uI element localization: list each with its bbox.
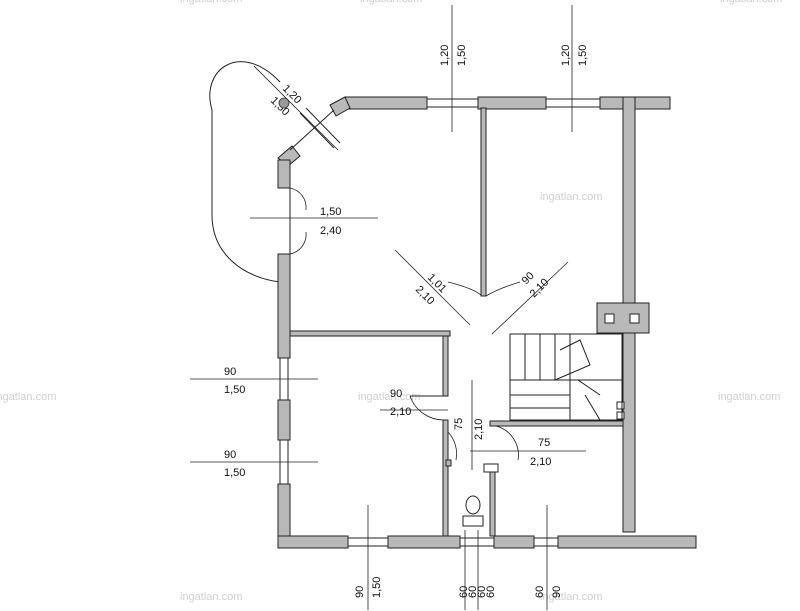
svg-text:1,20: 1,20 — [439, 45, 451, 66]
svg-text:60: 60 — [476, 586, 488, 598]
svg-text:2,10: 2,10 — [390, 406, 411, 418]
wall-top-1 — [344, 96, 428, 110]
walls — [277, 96, 697, 549]
watermark: ingatlan.com — [540, 591, 602, 603]
svg-text:90: 90 — [551, 586, 563, 598]
dim-bay-door: 1,50 2,40 — [320, 206, 341, 237]
svg-text:1,20: 1,20 — [560, 45, 572, 66]
wall-bath-top — [489, 420, 624, 427]
watermark: ingatlan.com — [180, 591, 242, 603]
wall-right-upper — [622, 96, 636, 304]
svg-text:60: 60 — [458, 586, 470, 598]
wall-top-2 — [477, 96, 547, 110]
svg-text:1,50: 1,50 — [224, 467, 245, 479]
chimney-flue-2 — [629, 313, 640, 324]
svg-text:60: 60 — [534, 586, 546, 598]
svg-text:1,50: 1,50 — [371, 577, 383, 598]
wall-bay-diag-1 — [329, 96, 351, 117]
svg-text:90: 90 — [390, 388, 402, 400]
watermark: ingatlan.com — [360, 0, 422, 5]
vent-1 — [616, 401, 625, 410]
wall-bottom-3 — [493, 535, 535, 549]
door-swings — [289, 187, 521, 461]
toilet-fixture — [462, 463, 499, 527]
dim-hall-door-right: 90 2,10 — [520, 270, 552, 300]
watermark: ingatlan.com — [0, 391, 56, 403]
wall-vertical-divider — [480, 107, 487, 297]
dim-wc-door: 75 2,10 — [453, 418, 485, 440]
dim-bottom-window-small-2: 60 60 — [476, 586, 497, 598]
svg-text:60: 60 — [467, 586, 479, 598]
dim-bay-window: 1,20 1,50 — [268, 83, 304, 119]
dim-top-window-1: 1,20 1,50 — [439, 45, 468, 66]
dim-room-door: 90 2,10 — [390, 388, 411, 418]
bay-pivot-icon — [278, 97, 290, 109]
dimension-lines — [190, 5, 586, 610]
dim-bottom-window-3: 60 90 — [534, 586, 563, 598]
svg-text:1,50: 1,50 — [224, 384, 245, 396]
svg-text:90: 90 — [224, 366, 236, 378]
dim-bottom-window-1: 90 1,50 — [354, 577, 383, 598]
wall-bottom-4 — [557, 535, 697, 549]
dim-left-window-1: 90 1,50 — [224, 366, 245, 396]
watermarks: ingatlan.com ingatlan.com ingatlan.com i… — [0, 0, 782, 603]
wall-left-2 — [277, 399, 291, 441]
wall-bottom-1 — [277, 535, 349, 549]
svg-text:2,10: 2,10 — [473, 419, 485, 440]
watermark: ingatlan.com — [358, 391, 420, 403]
wall-room-top — [289, 330, 451, 337]
vent-2 — [616, 411, 625, 420]
bay-outline — [209, 61, 281, 283]
wall-bath-left — [489, 464, 496, 537]
wall-wc-stub — [445, 459, 452, 467]
dim-left-window-2: 90 1,50 — [224, 449, 245, 479]
svg-text:75: 75 — [538, 437, 550, 449]
wall-bottom-2 — [387, 535, 461, 549]
svg-text:2,10: 2,10 — [530, 456, 551, 468]
svg-text:75: 75 — [453, 418, 465, 430]
wall-left-1 — [277, 253, 291, 359]
watermark: ingatlan.com — [718, 391, 780, 403]
svg-text:60: 60 — [485, 586, 497, 598]
watermark: ingatlan.com — [180, 0, 242, 5]
dim-bath-door: 75 2,10 — [530, 437, 551, 468]
svg-text:1,50: 1,50 — [456, 45, 468, 66]
svg-text:90: 90 — [354, 586, 366, 598]
staircase — [509, 333, 623, 421]
watermark: ingatlan.com — [540, 191, 602, 203]
wall-room-right-2 — [442, 419, 449, 537]
dim-top-window-2: 1,20 1,50 — [560, 45, 589, 66]
svg-text:1,50: 1,50 — [577, 45, 589, 66]
dim-hall-door-left: 1,01 2,10 — [413, 272, 449, 308]
svg-text:90: 90 — [224, 449, 236, 461]
chimney-flue-1 — [604, 313, 615, 324]
svg-text:2,40: 2,40 — [320, 225, 341, 237]
wall-room-right-1 — [442, 335, 449, 397]
dim-bottom-window-small-1: 60 60 — [458, 586, 479, 598]
wall-bay-stub — [277, 159, 291, 189]
watermark: ingatlan.com — [720, 0, 782, 5]
wall-right-lower — [622, 331, 636, 533]
svg-text:1,50: 1,50 — [320, 206, 341, 218]
windows — [279, 98, 600, 547]
